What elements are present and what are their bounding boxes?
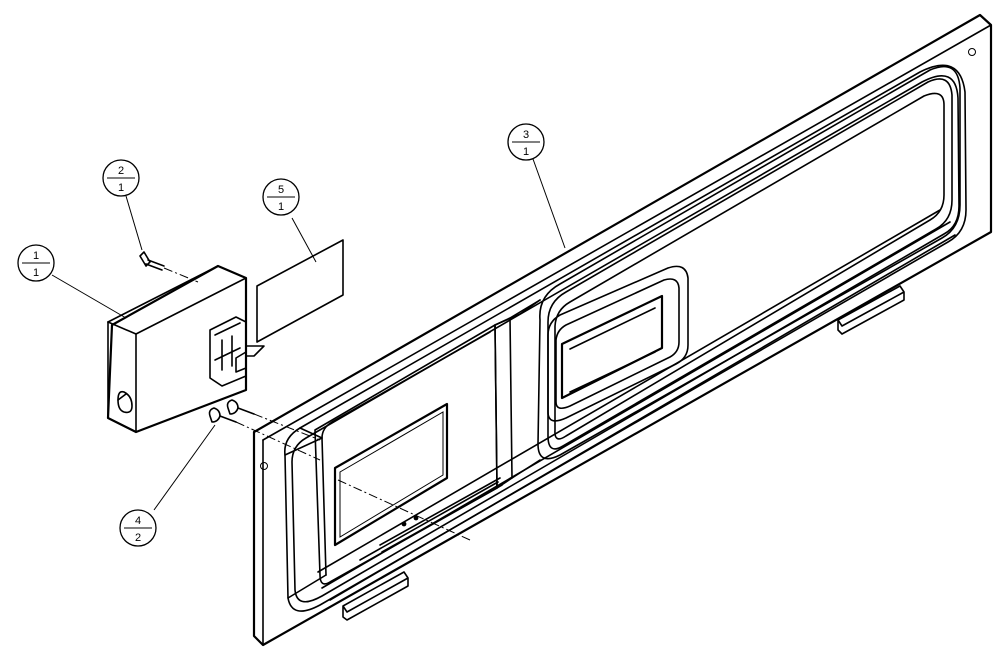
balloon-1-qty: 1 bbox=[33, 267, 39, 279]
leader-lines bbox=[51, 158, 566, 511]
balloon-3-qty: 1 bbox=[523, 146, 529, 158]
balloon-4-qty: 2 bbox=[135, 532, 141, 544]
balloon-4-item: 4 bbox=[135, 515, 141, 527]
balloon-3-item: 3 bbox=[523, 129, 529, 141]
assembly-centerline bbox=[337, 479, 471, 541]
balloon-2-qty: 1 bbox=[118, 182, 124, 194]
screw-part-2 bbox=[139, 251, 199, 283]
label-plate-part-5 bbox=[256, 239, 344, 343]
balloon-part-3: 3 1 bbox=[507, 123, 545, 161]
balloon-2-item: 2 bbox=[118, 165, 124, 177]
balloon-part-4: 4 2 bbox=[119, 509, 157, 547]
balloon-part-2: 2 1 bbox=[102, 159, 140, 197]
balloon-part-1: 1 1 bbox=[17, 244, 55, 282]
balloon-5-qty: 1 bbox=[278, 201, 284, 213]
balloon-1-item: 1 bbox=[33, 250, 39, 262]
balloon-part-5: 5 1 bbox=[262, 178, 300, 216]
balloon-5-item: 5 bbox=[278, 184, 284, 196]
control-box-part-1 bbox=[106, 264, 265, 434]
fasteners-part-4 bbox=[208, 399, 321, 461]
control-panel-part-3 bbox=[252, 13, 993, 647]
